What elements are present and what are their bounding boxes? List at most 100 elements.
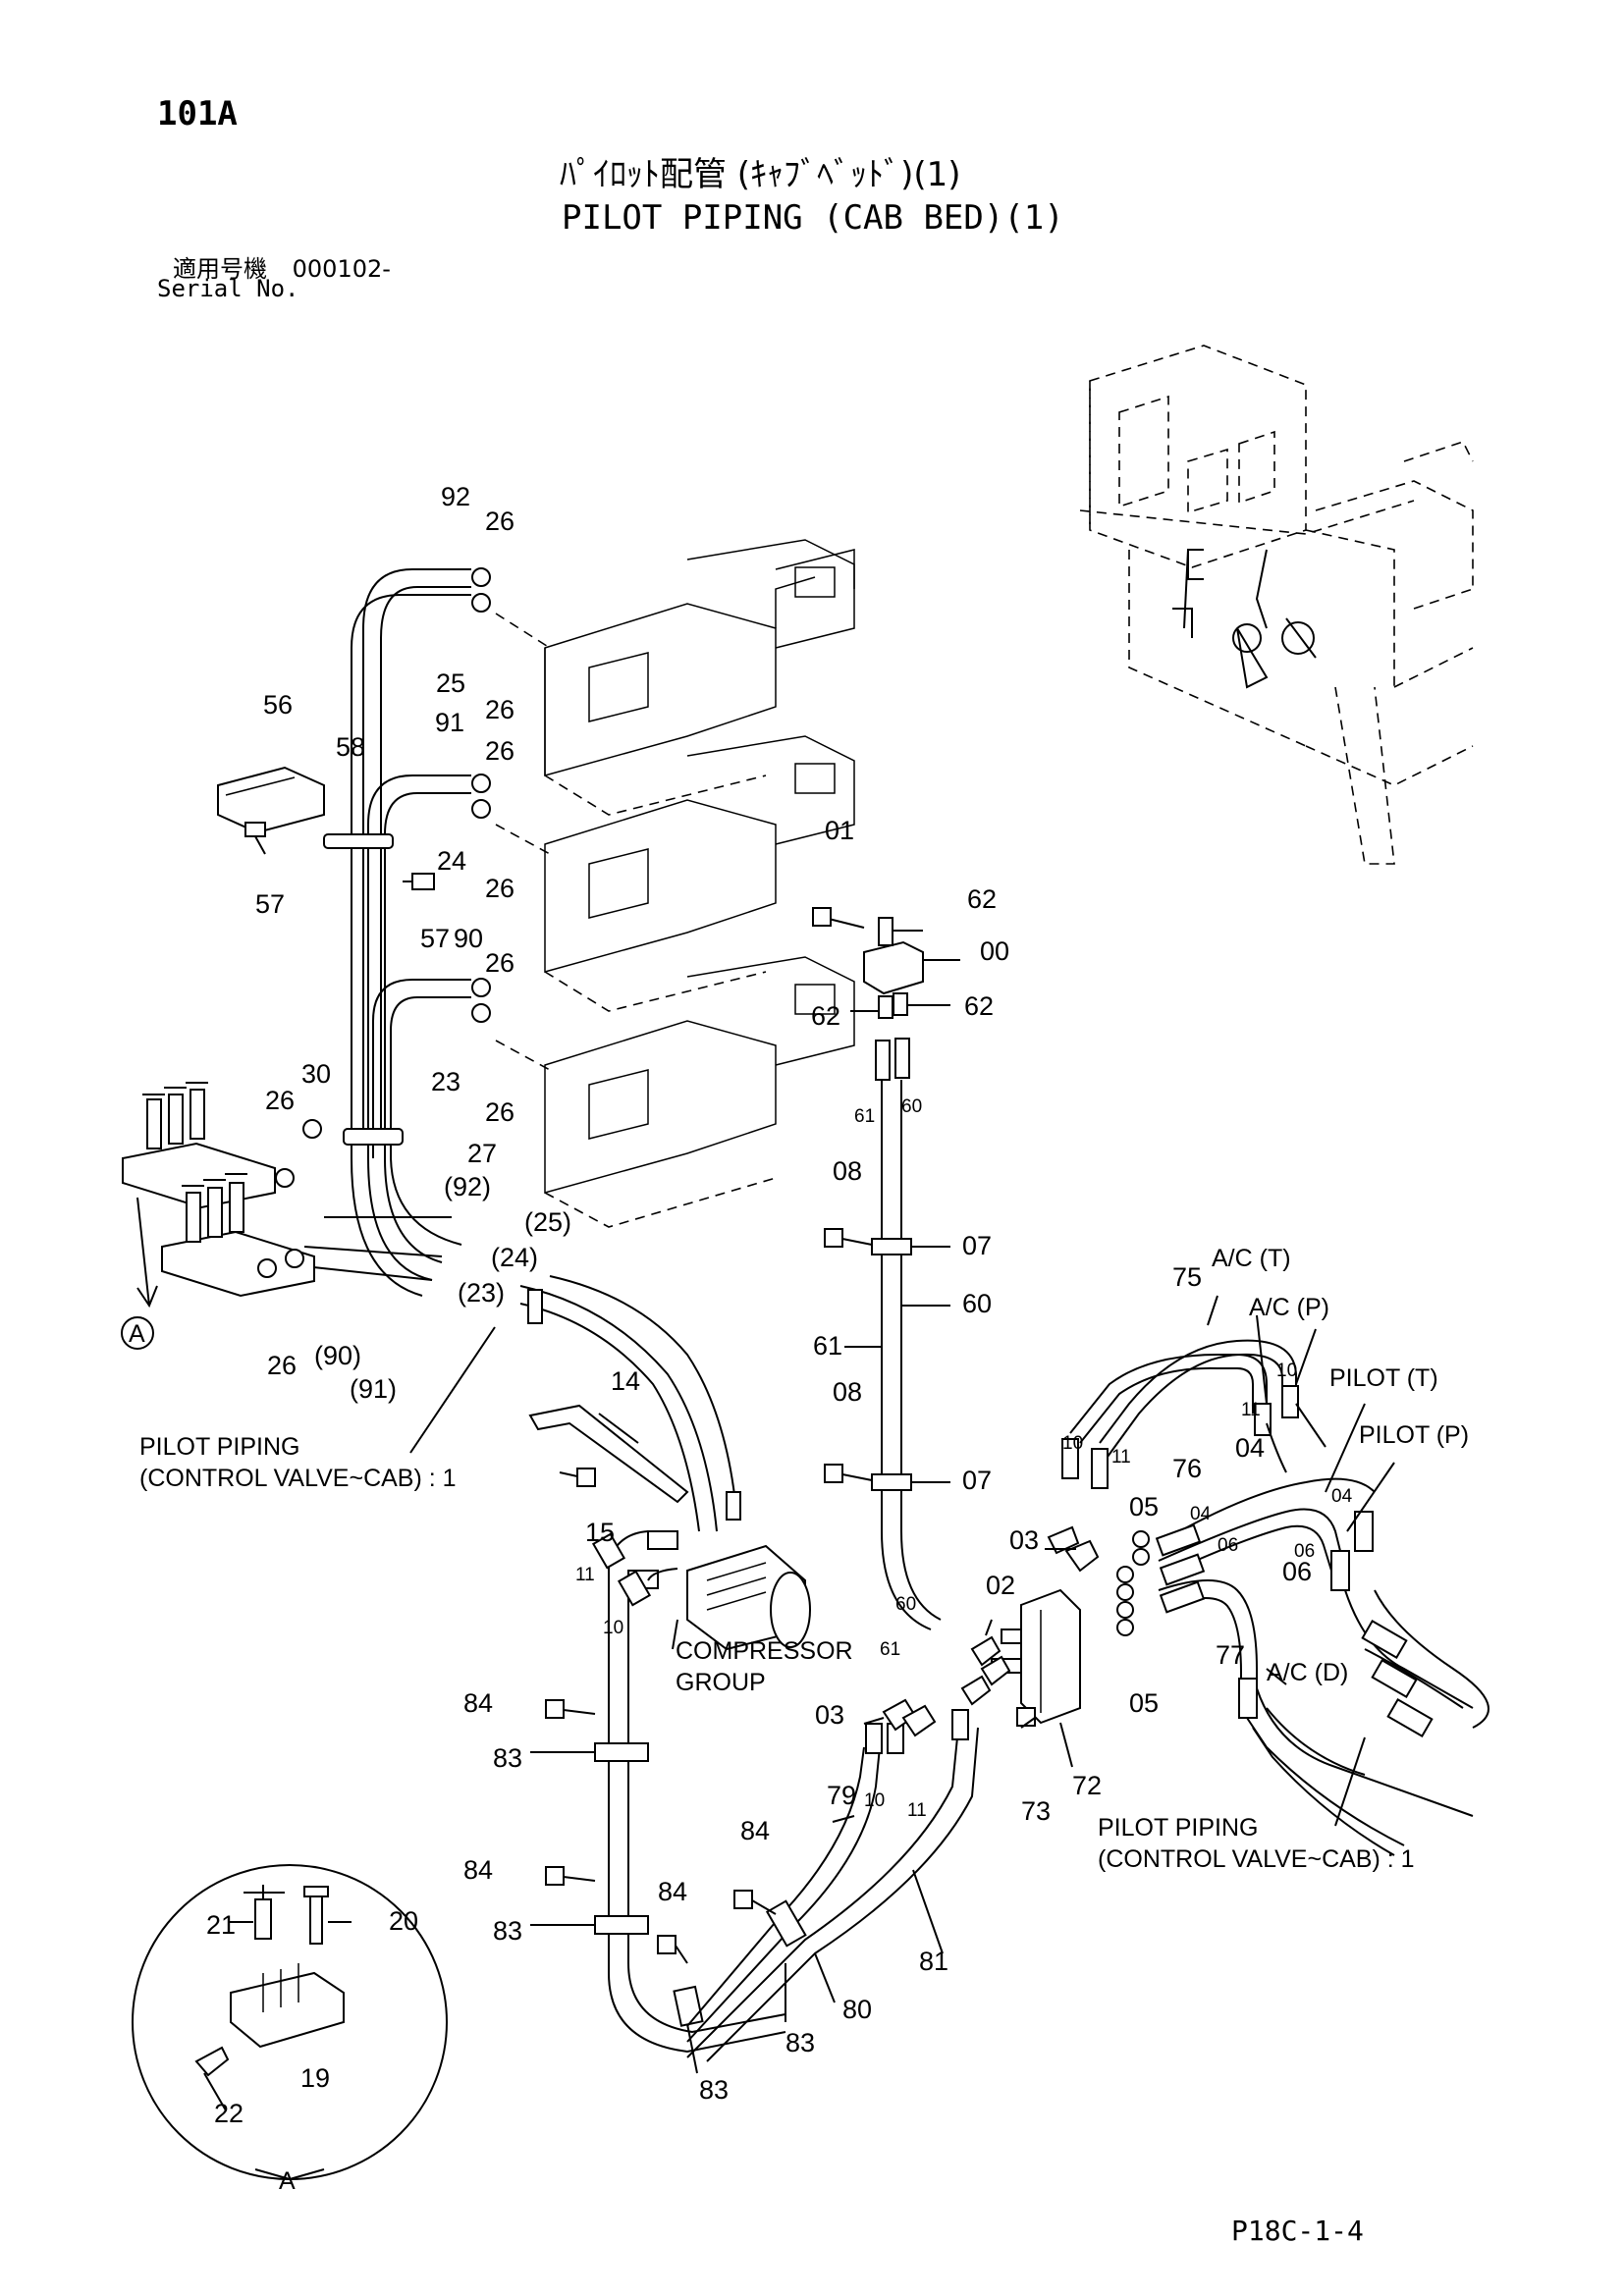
part-callout-27: 27	[467, 1139, 497, 1168]
part-callout-84: 84	[463, 1688, 493, 1718]
part-callout-24: (24)	[491, 1243, 538, 1272]
page-code: P18C-1-4	[1231, 2215, 1364, 2247]
part-callout-07: 07	[962, 1466, 992, 1495]
part-callout-72: 72	[1072, 1771, 1102, 1800]
note-pilot-piping-left-line2: (CONTROL VALVE~CAB) : 1	[139, 1465, 457, 1492]
hose-60-61	[824, 1038, 950, 1630]
note-ac-t: A/C (T)	[1212, 1245, 1291, 1272]
part-callout-83: 83	[785, 2028, 815, 2057]
control-valve-middle	[544, 735, 855, 1012]
solenoid-valve-blocks	[122, 1082, 322, 1308]
serial-label-japanese: 適用号機 000102-	[173, 249, 391, 284]
part-callout-21: 21	[206, 1910, 236, 1940]
part-callout-02: 02	[986, 1571, 1015, 1600]
part-callout-00: 00	[980, 936, 1009, 966]
page-title: PILOT PIPING (CAB BED)(1)	[562, 198, 1064, 238]
part-callout-61: 61	[880, 1639, 900, 1660]
note-pilot-piping-right-line1: PILOT PIPING	[1098, 1814, 1258, 1842]
note-pilot-t: PILOT (T)	[1329, 1364, 1438, 1392]
part-callout-90: 90	[454, 924, 483, 953]
part-callout-84: 84	[658, 1877, 687, 1906]
part-callout-07: 07	[962, 1231, 992, 1260]
bracket-56	[217, 766, 435, 890]
part-callout-61: 61	[813, 1331, 842, 1361]
part-callout-84: 84	[463, 1855, 493, 1885]
serial-label-jp-text: 適用号機	[173, 255, 267, 283]
part-callout-26: 26	[267, 1351, 297, 1380]
part-callout-83: 83	[493, 1916, 522, 1946]
note-detail-a: A	[129, 1320, 145, 1348]
part-callout-10: 10	[1276, 1361, 1297, 1381]
part-callout-73: 73	[1021, 1796, 1051, 1826]
hose-79-80-81	[686, 1709, 979, 2062]
part-callout-08: 08	[833, 1377, 862, 1407]
notes: PILOT PIPING (CONTROL VALVE~CAB) : 1 PIL…	[121, 1245, 1469, 2195]
part-callout-60: 60	[901, 1096, 922, 1117]
note-pilot-piping-left-line1: PILOT PIPING	[139, 1433, 299, 1461]
part-callout-26: 26	[485, 736, 514, 766]
part-callout-22: 22	[214, 2099, 244, 2128]
part-callout-25: 25	[436, 668, 465, 698]
part-callout-26: 26	[485, 1097, 514, 1127]
part-callout-11: 11	[575, 1565, 595, 1585]
junction-block-72	[863, 1525, 1100, 1768]
control-valve-upper	[544, 539, 855, 816]
part-callout-10: 10	[603, 1618, 623, 1638]
part-callout-11: 11	[1241, 1400, 1261, 1420]
part-callout-06: 06	[1218, 1535, 1238, 1556]
part-callout-80: 80	[842, 1995, 872, 2024]
part-callout-62: 62	[811, 1001, 840, 1031]
part-callout-77: 77	[1216, 1640, 1245, 1670]
note-compressor-line1: COMPRESSOR	[676, 1637, 853, 1665]
part-callout-20: 20	[389, 1906, 418, 1936]
part-callout-61: 61	[854, 1106, 875, 1127]
part-callout-06: 06	[1294, 1541, 1315, 1562]
control-valve-stack	[495, 539, 855, 1228]
note-pilot-piping-right-line2: (CONTROL VALVE~CAB) : 1	[1098, 1845, 1415, 1873]
part-callout-26: 26	[485, 948, 514, 978]
part-callout-92: 92	[441, 482, 470, 511]
bracket-14	[528, 1404, 689, 1504]
note-ac-p: A/C (P)	[1249, 1294, 1329, 1321]
note-compressor-line2: GROUP	[676, 1669, 766, 1696]
part-callout-26: 26	[265, 1086, 295, 1115]
hose-10-11-left	[530, 1530, 786, 2074]
part-callout-25: (25)	[524, 1207, 571, 1237]
part-callout-91: 91	[435, 708, 464, 737]
part-callout-56: 56	[263, 690, 293, 720]
part-callout-11: 11	[1111, 1447, 1131, 1468]
detail-a-marker-circle	[121, 1316, 154, 1350]
part-callout-84: 84	[740, 1816, 770, 1845]
part-callout-10: 10	[864, 1790, 885, 1811]
part-callout-57: 57	[420, 924, 450, 953]
part-callout-26: 26	[485, 695, 514, 724]
part-callout-03: 03	[815, 1700, 844, 1730]
part-callout-23: (23)	[458, 1278, 505, 1308]
part-callout-10: 10	[1062, 1433, 1083, 1454]
part-callout-57: 57	[255, 889, 285, 919]
part-callout-04: 04	[1235, 1433, 1265, 1463]
part-callout-05: 05	[1129, 1688, 1159, 1718]
serial-label: Serial No.	[157, 275, 299, 302]
part-callout-30: 30	[301, 1059, 331, 1089]
part-callout-60: 60	[962, 1289, 992, 1318]
part-callout-14: 14	[611, 1366, 640, 1396]
part-callout-58: 58	[336, 732, 365, 762]
part-callout-23: 23	[431, 1067, 460, 1096]
part-callout-76: 76	[1172, 1454, 1202, 1483]
part-callout-24: 24	[437, 846, 466, 876]
part-callout-04: 04	[1190, 1504, 1212, 1524]
part-callout-83: 83	[699, 2075, 729, 2105]
control-valve-lower	[544, 956, 855, 1228]
pilot-piping-left-pipe	[409, 1275, 741, 1532]
part-callout-62: 62	[964, 991, 994, 1021]
part-callout-90: (90)	[314, 1341, 361, 1370]
part-callout-04: 04	[1331, 1486, 1353, 1507]
hose-75-76-77	[1061, 1295, 1489, 1856]
page-id: 101A	[157, 94, 238, 133]
part-callout-92: (92)	[444, 1172, 491, 1201]
part-callout-75: 75	[1172, 1262, 1202, 1292]
part-callout-62: 62	[967, 884, 997, 914]
